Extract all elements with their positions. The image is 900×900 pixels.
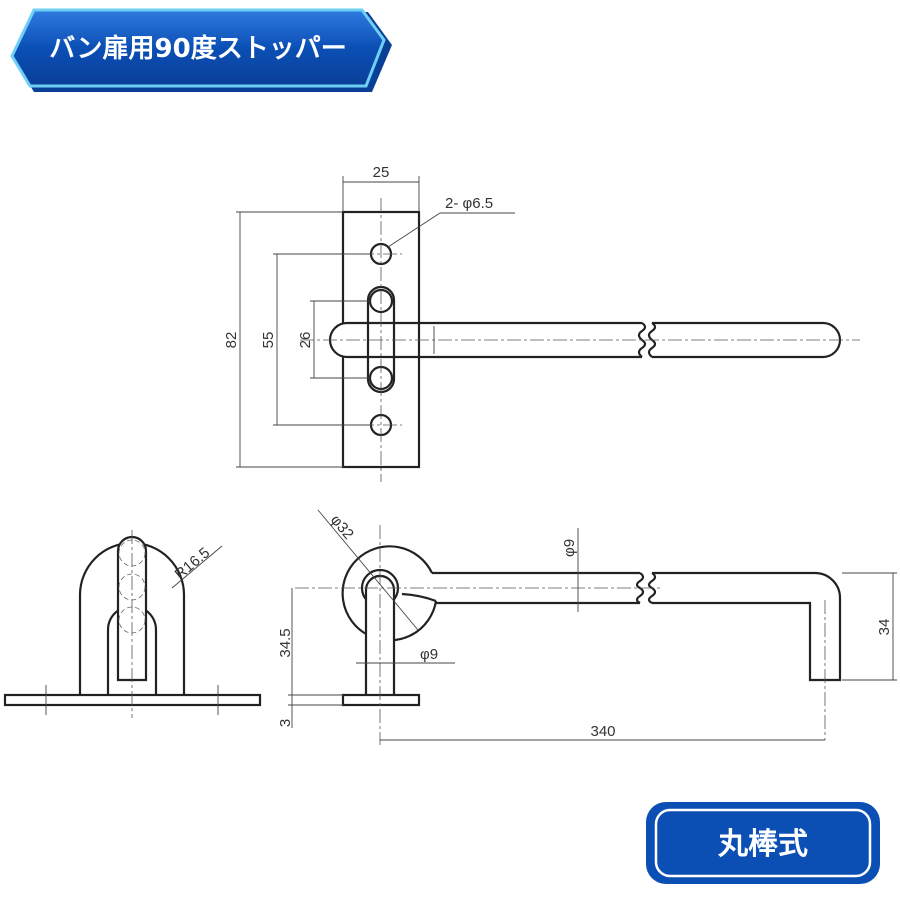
- dim-hole-spec: 2- φ6.5: [445, 195, 493, 212]
- dim-rod-length: 340: [590, 723, 615, 740]
- dim-rod-diameter: φ9: [561, 539, 578, 557]
- dim-hole-pitch: 55: [260, 332, 277, 349]
- hook-eye: [341, 545, 438, 642]
- dim-slot-pitch: 26: [297, 332, 314, 349]
- dim-plate-width: 25: [373, 164, 390, 181]
- type-button-label: 丸棒式: [717, 827, 808, 862]
- dim-hook-drop: 34: [876, 619, 893, 636]
- type-button[interactable]: 丸棒式: [646, 802, 880, 884]
- title-banner: バン扉用90度ストッパー: [10, 8, 392, 92]
- dim-base-thickness: 3: [277, 719, 294, 727]
- side-view: φ32 φ9 φ9 34.5 3 34 340: [277, 509, 897, 745]
- dim-arch-radius: R16.5: [172, 544, 214, 583]
- dim-plate-height: 82: [223, 332, 240, 349]
- top-view: 25 2- φ6.5 82 55 26: [223, 164, 860, 482]
- dim-post-height: 34.5: [277, 628, 294, 657]
- dim-post-diameter: φ9: [420, 646, 438, 663]
- front-view: R16.5: [3, 530, 262, 718]
- page-title: バン扉用90度ストッパー: [49, 33, 346, 64]
- dim-hook-diameter: φ32: [327, 512, 357, 543]
- base-plate: [3, 693, 262, 707]
